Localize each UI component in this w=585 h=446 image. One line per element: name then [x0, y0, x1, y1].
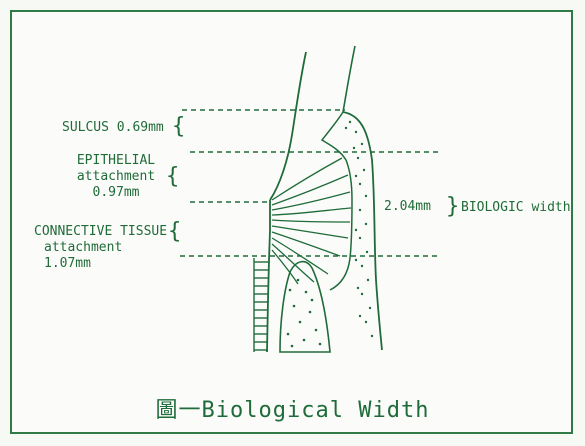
connective-label-line3: 1.07mm — [44, 257, 91, 271]
sulcus-brace: { — [172, 116, 185, 138]
connective-tissue-fibers — [272, 158, 351, 284]
root-surface — [267, 200, 270, 352]
sulcus-label: SULCUS 0.69mm — [62, 121, 164, 135]
biologic-width-value: 2.04mm — [384, 200, 431, 214]
biologic-width-brace: } — [446, 196, 459, 218]
tissue-stipple — [287, 121, 373, 348]
alveolar-bone-outline — [280, 262, 330, 352]
epithelial-label-line3: 0.97mm — [76, 186, 156, 200]
tooth-crown-outline — [270, 52, 306, 200]
cementum-hatching — [254, 258, 268, 352]
connective-brace: { — [168, 221, 181, 243]
epithelial-label-line1: EPITHELIAL — [76, 154, 156, 168]
epithelial-label-line2: attachment — [76, 170, 156, 184]
connective-label-line2: attachment — [44, 241, 122, 255]
figure-caption: 圖一Biological Width — [0, 392, 585, 424]
connective-label-line1: CONNECTIVE TISSUE — [34, 225, 167, 239]
epithelial-brace: { — [166, 166, 179, 188]
gingiva-outline — [343, 112, 382, 350]
epithelium-inner-outline — [322, 112, 352, 290]
enamel-outline — [343, 46, 355, 112]
biologic-width-label: BIOLOGIC width — [461, 201, 571, 215]
